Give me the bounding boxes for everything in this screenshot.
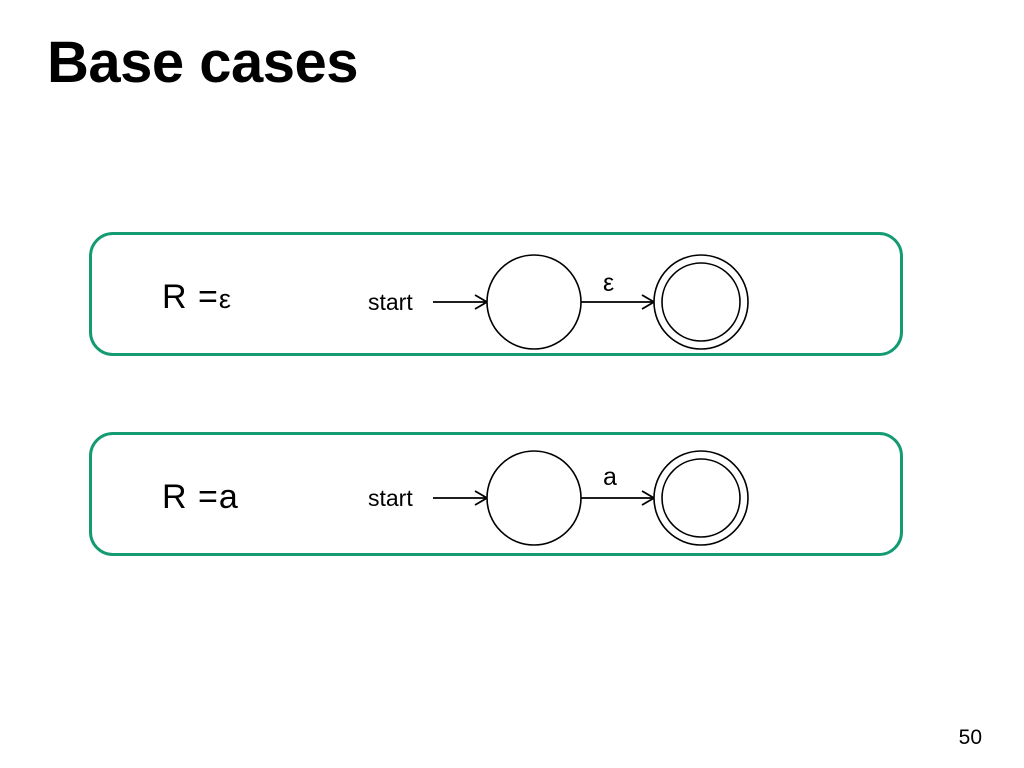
nfa-start-label: start bbox=[368, 485, 413, 511]
page-title: Base cases bbox=[47, 30, 359, 95]
accept-state-inner-circle bbox=[661, 262, 741, 342]
regex-label-epsilon: R = ε bbox=[162, 235, 232, 359]
regex-prefix: R = bbox=[162, 277, 219, 316]
regex-label-literal-a: R = a bbox=[162, 435, 239, 559]
transition-label: ε bbox=[603, 269, 614, 297]
nfa-diagram-epsilon: start ε bbox=[358, 235, 778, 359]
page-number: 50 bbox=[958, 726, 982, 749]
start-state-circle bbox=[486, 450, 582, 546]
nfa-start-label: start bbox=[368, 289, 413, 315]
nfa-diagram-literal-a: start a bbox=[358, 435, 778, 559]
accept-state-inner-circle bbox=[661, 458, 741, 538]
regex-symbol: ε bbox=[218, 283, 232, 314]
regex-symbol: a bbox=[218, 477, 239, 516]
transition-label: a bbox=[603, 463, 617, 491]
regex-prefix: R = bbox=[162, 477, 219, 516]
case-box-literal-a: R = a start a bbox=[89, 432, 903, 556]
case-box-epsilon: R = ε start ε bbox=[89, 232, 903, 356]
start-state-circle bbox=[486, 254, 582, 350]
